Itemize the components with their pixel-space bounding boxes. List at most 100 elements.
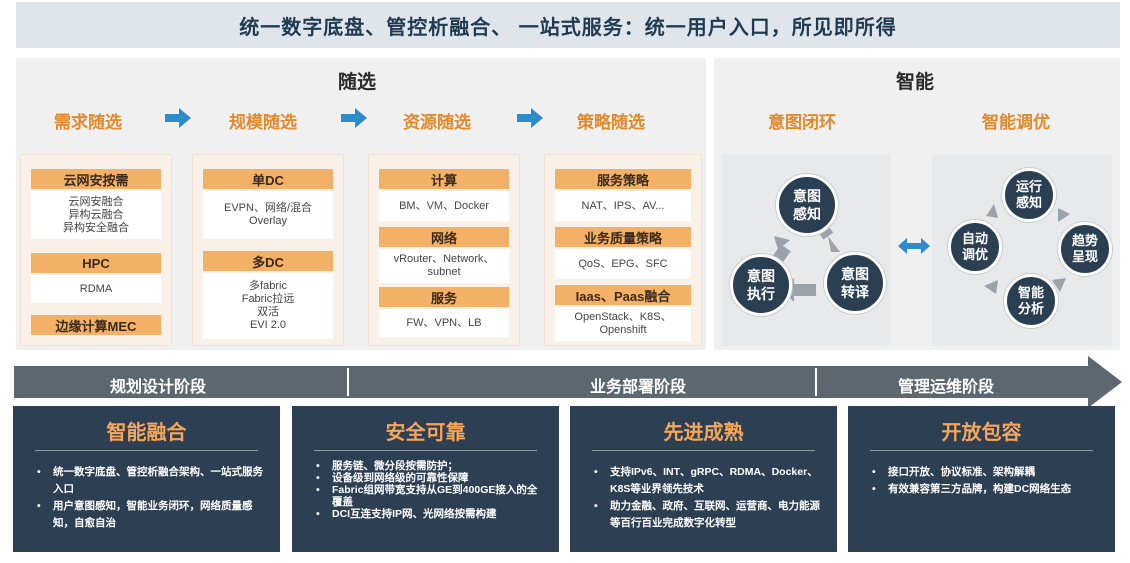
- stage-demand: 需求随选: [54, 113, 122, 132]
- arrow-right-icon: [517, 108, 543, 128]
- group-header: 计算: [379, 169, 509, 189]
- card-title: 开放包容: [941, 422, 1022, 444]
- card-divider: [35, 450, 258, 451]
- arrow-right-icon: [341, 108, 367, 128]
- group-header: 服务: [379, 287, 509, 307]
- card-secure-reliable: 安全可靠 服务链、微分段按需防护； 设备级到网络级的可靠性保障 Fabric组网…: [292, 406, 559, 552]
- phase-arrow-head: [1088, 356, 1122, 408]
- top-banner: 统一数字底盘、管控析融合、 一站式服务：统一用户入口，所见即所得: [16, 2, 1120, 48]
- card-divider: [870, 450, 1093, 451]
- card-item: Fabric组网带宽支持从GE到400GE接入的全覆盖: [314, 484, 545, 508]
- arrow-right-icon: [165, 108, 191, 128]
- on-demand-panel: 随选 需求随选 规模随选 资源随选 策略随选 云网安按需 云网安融合 异构云融合…: [16, 58, 706, 350]
- intent-loop-box: 意图感知 意图转译 意图执行: [722, 154, 890, 346]
- group-line: NAT、IPS、AV...: [581, 199, 665, 212]
- card-title: 智能融合: [106, 422, 187, 444]
- group-header: 网络: [379, 227, 509, 247]
- smart-tuning-box: 运行感知 趋势呈现 智能分析 自动调优: [932, 154, 1112, 346]
- group-line: OpenStack、K8S、: [574, 311, 672, 323]
- group-header: 服务策略: [555, 169, 691, 189]
- column-scale: 单DC EVPN、网络/混合 Overlay 多DC 多fabric Fabri…: [192, 154, 344, 346]
- card-item: DCI互连支持IP网、光网络按需构建: [314, 508, 545, 520]
- card-item: 助力金融、政府、互联网、运营商、电力能源等百行百业完成数字化转型: [592, 498, 823, 532]
- node-run-sense: 运行感知: [1002, 168, 1056, 222]
- stage-resource: 资源随选: [403, 113, 471, 132]
- group-line: 异构安全融合: [63, 221, 129, 234]
- group-body: vRouter、Network、 subnet: [379, 249, 509, 283]
- group-body: RDMA: [31, 275, 161, 303]
- group-line: EVI 2.0: [249, 319, 287, 331]
- phase-deploy: 业务部署阶段: [590, 379, 687, 396]
- node-auto-tune: 自动调优: [948, 220, 1002, 274]
- card-item: 统一数字底盘、管控析融合架构、一站式服务入口: [35, 464, 266, 498]
- node-intent-translate: 意图转译: [824, 252, 886, 314]
- group-header: 多DC: [203, 251, 333, 271]
- card-open-inclusive: 开放包容 接口开放、协议标准、架构解耦 有效兼容第三方品牌，构建DC网络生态: [848, 406, 1115, 552]
- intelligent-panel: 智能 意图闭环 智能调优 意图感知 意图转译 意图执行 运行感知 趋势呈现 智能…: [714, 58, 1120, 350]
- group-body: FW、VPN、LB: [379, 309, 509, 337]
- group-line: vRouter、Network、: [393, 253, 495, 265]
- stage-policy: 策略随选: [577, 113, 645, 132]
- group-body: 多fabric Fabric拉远 双活 EVI 2.0: [203, 273, 333, 339]
- group-line: subnet: [427, 266, 461, 278]
- intent-loop-title: 意图闭环: [768, 113, 836, 132]
- group-body: BM、VM、Docker: [379, 191, 509, 221]
- card-list: 服务链、微分段按需防护； 设备级到网络级的可靠性保障 Fabric组网带宽支持从…: [314, 460, 545, 520]
- smart-tuning-title: 智能调优: [982, 113, 1050, 132]
- group-line: 多fabric: [249, 280, 287, 292]
- intelligent-title: 智能: [896, 72, 935, 93]
- card-item: 有效兼容第三方品牌，构建DC网络生态: [870, 481, 1101, 498]
- group-line: EVPN、网络/混合: [223, 202, 312, 214]
- phase-arrow-bar: [14, 366, 1089, 398]
- card-item: 设备级到网络级的可靠性保障: [314, 472, 545, 484]
- group-header: 边缘计算MEC: [31, 315, 161, 335]
- group-line: Overlay: [249, 215, 287, 227]
- group-header: 云网安按需: [31, 169, 161, 189]
- phase-plan: 规划设计阶段: [110, 379, 207, 396]
- phase-divider: [815, 368, 817, 396]
- group-line: BM、VM、Docker: [399, 199, 489, 212]
- group-line: 云网安融合: [68, 195, 124, 208]
- group-line: 双活: [257, 306, 279, 318]
- group-header: 单DC: [203, 169, 333, 189]
- column-demand: 云网安按需 云网安融合 异构云融合 异构安全融合 HPC RDMA 边缘计算ME…: [20, 154, 172, 346]
- card-list: 接口开放、协议标准、架构解耦 有效兼容第三方品牌，构建DC网络生态: [870, 464, 1101, 498]
- double-arrow-icon: [898, 238, 930, 254]
- group-header: 业务质量策略: [555, 227, 691, 247]
- card-list: 支持IPv6、INT、gRPC、RDMA、Docker、K8S等业界领先技术 助…: [592, 464, 823, 532]
- group-body: OpenStack、K8S、 Openshift: [555, 307, 691, 341]
- group-line: FW、VPN、LB: [406, 316, 482, 329]
- card-list: 统一数字底盘、管控析融合架构、一站式服务入口 用户意图感知，智能业务闭环，网络质…: [35, 464, 266, 532]
- stage-scale: 规模随选: [229, 113, 297, 132]
- card-title: 安全可靠: [385, 422, 466, 444]
- column-resource: 计算 BM、VM、Docker 网络 vRouter、Network、 subn…: [368, 154, 520, 346]
- on-demand-title: 随选: [338, 72, 377, 93]
- group-header: HPC: [31, 253, 161, 273]
- node-smart-analysis: 智能分析: [1004, 274, 1058, 328]
- node-trend-display: 趋势呈现: [1058, 222, 1112, 276]
- phase-divider: [347, 368, 349, 396]
- card-item: 接口开放、协议标准、架构解耦: [870, 464, 1101, 481]
- banner-text: 统一数字底盘、管控析融合、 一站式服务：统一用户入口，所见即所得: [239, 16, 897, 39]
- card-divider: [592, 450, 815, 451]
- phase-operate: 管理运维阶段: [898, 379, 995, 396]
- group-line: RDMA: [79, 282, 113, 295]
- card-smart-integration: 智能融合 统一数字底盘、管控析融合架构、一站式服务入口 用户意图感知，智能业务闭…: [13, 406, 280, 552]
- group-body: NAT、IPS、AV...: [555, 191, 691, 221]
- group-line: QoS、EPG、SFC: [578, 257, 668, 270]
- tuning-arrows: [984, 204, 1070, 294]
- group-body: EVPN、网络/混合 Overlay: [203, 191, 333, 239]
- card-title: 先进成熟: [663, 422, 744, 444]
- node-intent-sense: 意图感知: [776, 174, 838, 236]
- group-header: Iaas、Paas融合: [555, 285, 691, 305]
- group-body: 云网安融合 异构云融合 异构安全融合: [31, 191, 161, 239]
- card-item: 支持IPv6、INT、gRPC、RDMA、Docker、K8S等业界领先技术: [592, 464, 823, 498]
- column-policy: 服务策略 NAT、IPS、AV... 业务质量策略 QoS、EPG、SFC Ia…: [544, 154, 702, 346]
- card-divider: [314, 450, 537, 451]
- group-line: Fabric拉远: [241, 293, 295, 305]
- card-item: 用户意图感知，智能业务闭环，网络质量感知，自愈自治: [35, 498, 266, 532]
- card-item: 服务链、微分段按需防护；: [314, 460, 545, 472]
- group-line: 异构云融合: [68, 208, 124, 221]
- card-advanced-mature: 先进成熟 支持IPv6、INT、gRPC、RDMA、Docker、K8S等业界领…: [570, 406, 837, 552]
- group-line: Openshift: [599, 324, 647, 336]
